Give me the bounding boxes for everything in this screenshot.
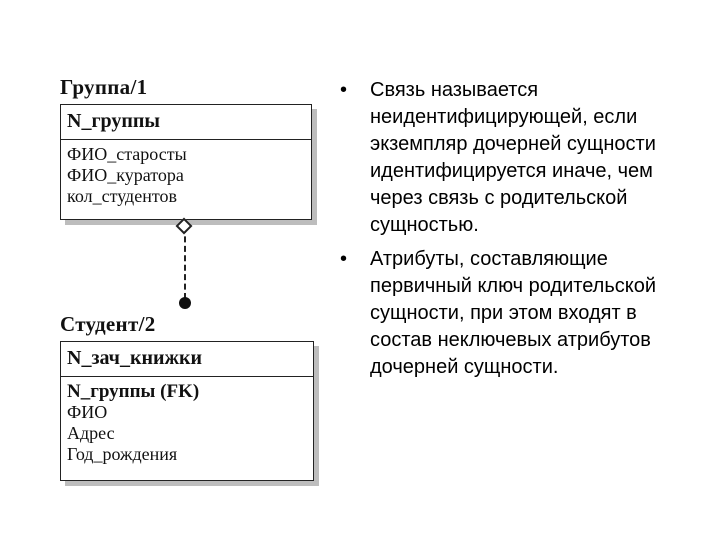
child-attribute-fk: N_группы (FK)	[67, 381, 200, 402]
child-attribute: ФИО	[67, 402, 108, 422]
parent-entity-box: N_группы ФИО_старосты ФИО_куратора кол_с…	[60, 104, 312, 220]
relationship-parent-diamond	[175, 217, 193, 235]
bullet-marker: •	[340, 248, 348, 270]
parent-entity-title: Группа/1	[60, 75, 148, 99]
child-entity-title: Студент/2	[60, 312, 156, 336]
child-entity-box: N_зач_книжки N_группы (FK) ФИО Адрес Год…	[60, 341, 314, 481]
bullet-item: • Связь называется неидентифицирующей, е…	[340, 77, 700, 239]
bullet-list: • Связь называется неидентифицирующей, е…	[340, 77, 700, 388]
bullet-marker: •	[340, 79, 348, 101]
child-attribute: Год_рождения	[67, 444, 178, 464]
relationship-line	[184, 227, 186, 299]
bullet-text: Атрибуты, составляющие первичный ключ ро…	[370, 248, 657, 378]
parent-attribute: ФИО_куратора	[67, 165, 184, 185]
bullet-item: • Атрибуты, составляющие первичный ключ …	[340, 246, 700, 381]
parent-entity-attributes: ФИО_старосты ФИО_куратора кол_студентов	[61, 140, 311, 213]
parent-entity-key: N_группы	[61, 105, 311, 140]
child-entity-key: N_зач_книжки	[61, 342, 313, 377]
parent-attribute: ФИО_старосты	[67, 144, 187, 164]
bullet-text: Связь называется неидентифицирующей, есл…	[370, 79, 656, 236]
child-attribute: Адрес	[67, 423, 115, 443]
child-entity-attributes: N_группы (FK) ФИО Адрес Год_рождения	[61, 377, 313, 471]
relationship-child-dot	[179, 297, 191, 309]
parent-attribute: кол_студентов	[67, 186, 177, 206]
